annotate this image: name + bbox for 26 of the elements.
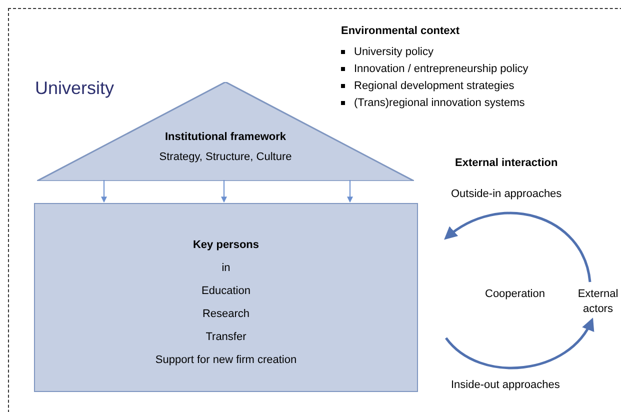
node-label: External actors [576, 287, 620, 317]
dashed-frame [8, 8, 621, 412]
arrow [444, 212, 592, 282]
heading-text: Institutional framework [164, 130, 286, 144]
edge-label: Outside-in approaches [451, 187, 562, 201]
arrow [101, 180, 107, 203]
body-text: Education [202, 284, 250, 298]
heading-text: External interaction [455, 156, 558, 170]
process-box [34, 203, 418, 392]
arrow [347, 180, 353, 203]
heading-text: Environmental context [341, 24, 460, 38]
arrow [445, 318, 594, 370]
bullet-text: Innovation / entrepreneurship policy [354, 62, 528, 76]
frame-title: University [35, 77, 114, 99]
bullet-text: Regional development strategies [354, 79, 514, 93]
bullet-text: (Trans)regional innovation systems [354, 96, 525, 110]
bullet-text: University policy [354, 45, 434, 59]
body-text: Strategy, Structure, Culture [159, 150, 292, 164]
edge-label: Inside-out approaches [451, 378, 560, 392]
heading-text: Key persons [192, 238, 260, 252]
body-text: in [222, 261, 230, 275]
note-text: Cooperation [485, 287, 545, 301]
body-text: Transfer [206, 330, 246, 344]
arrow [221, 180, 227, 203]
body-text: Research [202, 307, 250, 321]
body-text: Support for new firm creation [155, 353, 297, 367]
